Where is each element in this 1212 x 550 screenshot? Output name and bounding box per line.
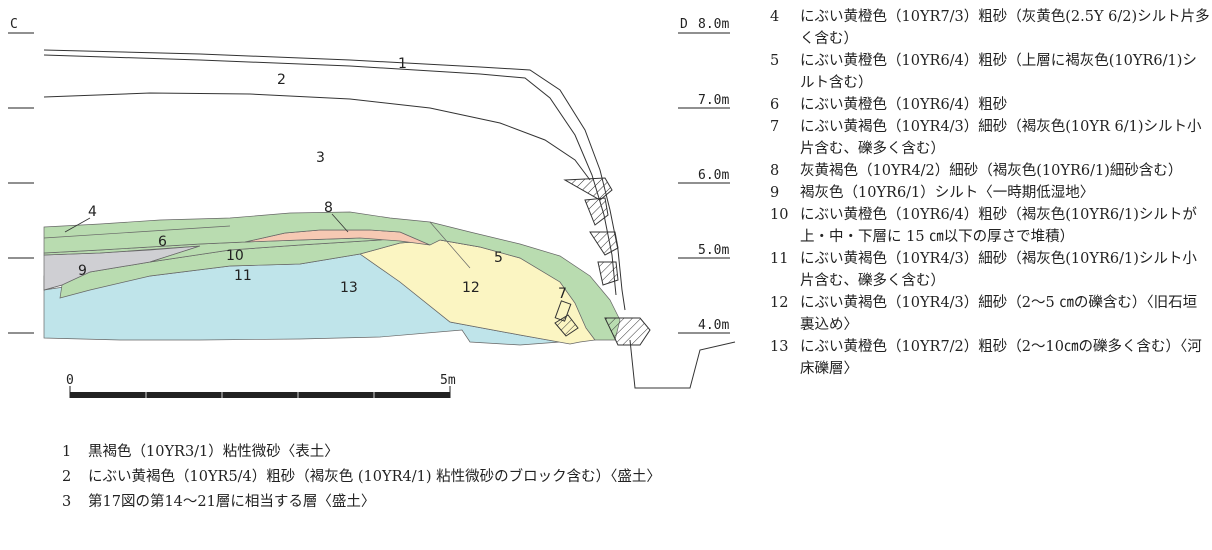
legend-text: 褐灰色（10YR6/1）シルト〈一時期低湿地〉	[800, 185, 1095, 201]
legend-text: 灰黄褐色（10YR4/2）細砂（褐灰色(10YR6/1)細砂含む）	[800, 163, 1183, 179]
legend-item: 4 にぶい黄橙色（10YR7/3）粗砂（灰黄色(2.5Y 6/2)シルト片多く含む…	[770, 6, 1210, 50]
layer-label-13: 13	[340, 280, 358, 296]
legend-item: 2 にぶい黄褐色（10YR5/4）粗砂（褐灰色 (10YR4/1) 粘性微砂のブロ…	[62, 465, 702, 490]
section-left-label: C	[10, 17, 18, 32]
stone	[597, 261, 619, 286]
layer-2-boundary	[43, 92, 591, 181]
legend-item: 12 にぶい黄褐色（10YR4/3）細砂（2〜5 ㎝の礫含む）〈旧石垣裏込め〉	[770, 292, 1210, 336]
legend-number: 10	[770, 207, 789, 223]
riverbank-pit	[629, 339, 736, 389]
layer-6-fill	[43, 211, 621, 341]
stone	[604, 317, 651, 346]
legend-text: にぶい黄橙色（10YR6/4）粗砂	[800, 97, 1008, 113]
layer-7-marker	[554, 300, 572, 322]
cross-section-diagram: C D 8.0m 7.0m 6.0m 5.0m 4.0m 0 5m	[8, 17, 736, 398]
legend-text: にぶい黄橙色（10YR7/3）粗砂（灰黄色(2.5Y 6/2)シルト片多く含む）	[800, 9, 1210, 47]
legend-text: にぶい黄褐色（10YR4/3）細砂（褐灰色(10YR6/1)シルト小片含む、礫多…	[800, 251, 1197, 289]
legend-number: 4	[770, 9, 780, 25]
legend-text: にぶい黄橙色（10YR7/2）粗砂（2〜10㎝の礫多く含む）〈河床礫層〉	[800, 339, 1202, 377]
leader-line-4	[64, 217, 91, 233]
elevation-label: 5.0m	[698, 243, 729, 258]
legend-item: 11 にぶい黄褐色（10YR4/3）細砂（褐灰色(10YR6/1)シルト小片含む、…	[770, 248, 1210, 292]
legend-bottom: 1 黒褐色（10YR3/1）粘性微砂〈表土〉 2 にぶい黄褐色（10YR5/4）粗砂…	[62, 440, 702, 515]
legend-text: 第17図の第14〜21層に相当する層〈盛土〉	[88, 494, 376, 510]
legend-text: 黒褐色（10YR3/1）粘性微砂〈表土〉	[88, 444, 339, 460]
layer-4-boundary	[43, 225, 231, 239]
legend-item: 8 灰黄褐色（10YR4/2）細砂（褐灰色(10YR6/1)細砂含む）	[770, 160, 1210, 182]
legend-number: 5	[770, 53, 780, 69]
layer-label-9: 9	[78, 263, 87, 279]
elevation-label: 8.0m	[698, 17, 729, 32]
legend-number: 1	[62, 444, 72, 460]
layer-label-12: 12	[462, 280, 480, 296]
layer-label-8: 8	[324, 200, 333, 216]
legend-item: 9 褐灰色（10YR6/1）シルト〈一時期低湿地〉	[770, 182, 1210, 204]
ground-surface-line	[43, 49, 626, 311]
scale-start-label: 0	[66, 373, 74, 388]
layer-label-6: 6	[158, 234, 167, 250]
legend-item: 6 にぶい黄橙色（10YR6/4）粗砂	[770, 94, 1210, 116]
elevation-label: 7.0m	[698, 93, 729, 108]
legend-number: 3	[62, 494, 72, 510]
legend-text: にぶい黄褐色（10YR4/3）細砂（褐灰色(10YR 6/1)シルト小片含む、礫…	[800, 119, 1202, 157]
elevation-label: 4.0m	[698, 318, 729, 333]
legend-text: にぶい黄褐色（10YR5/4）粗砂（褐灰色 (10YR4/1) 粘性微砂のブロッ…	[88, 469, 661, 485]
legend-item: 7 にぶい黄褐色（10YR4/3）細砂（褐灰色(10YR 6/1)シルト小片含む、…	[770, 116, 1210, 160]
section-right-label: D	[680, 17, 688, 32]
legend-text: にぶい黄橙色（10YR6/4）粗砂（上層に褐灰色(10YR6/1)シルト含む）	[800, 53, 1197, 91]
legend-number: 13	[770, 339, 789, 355]
layer-1-boundary	[43, 54, 617, 296]
stone	[584, 197, 609, 226]
layer-label-11: 11	[234, 268, 252, 284]
legend-text: にぶい黄褐色（10YR4/3）細砂（2〜5 ㎝の礫含む）〈旧石垣裏込め〉	[800, 295, 1198, 333]
legend-right: 4 にぶい黄橙色（10YR7/3）粗砂（灰黄色(2.5Y 6/2)シルト片多く含む…	[770, 6, 1210, 380]
stone	[563, 177, 613, 201]
legend-number: 12	[770, 295, 789, 311]
legend-number: 9	[770, 185, 780, 201]
legend-number: 2	[62, 469, 72, 485]
legend-item: 3 第17図の第14〜21層に相当する層〈盛土〉	[62, 490, 702, 515]
legend-number: 6	[770, 97, 780, 113]
legend-text: にぶい黄橙色（10YR6/4）粗砂（褐灰色(10YR6/1)シルトが上・中・下層…	[800, 207, 1197, 245]
layer-label-1: 1	[398, 56, 407, 72]
layer-label-5: 5	[494, 250, 503, 266]
legend-number: 8	[770, 163, 780, 179]
layer-label-3: 3	[316, 150, 325, 166]
leader-line-8	[331, 213, 349, 233]
layer-label-10: 10	[226, 248, 244, 264]
legend-item: 1 黒褐色（10YR3/1）粘性微砂〈表土〉	[62, 440, 702, 465]
legend-item: 10 にぶい黄橙色（10YR6/4）粗砂（褐灰色(10YR6/1)シルトが上・中・…	[770, 204, 1210, 248]
legend-item: 13 にぶい黄橙色（10YR7/2）粗砂（2〜10㎝の礫多く含む）〈河床礫層〉	[770, 336, 1210, 380]
layer-label-7: 7	[558, 286, 567, 302]
scale-end-label: 5m	[440, 373, 456, 388]
legend-number: 7	[770, 119, 780, 135]
layer-label-4: 4	[88, 204, 97, 220]
legend-item: 5 にぶい黄橙色（10YR6/4）粗砂（上層に褐灰色(10YR6/1)シルト含む）	[770, 50, 1210, 94]
stone-wall	[554, 177, 651, 346]
stone	[589, 231, 619, 256]
layer-label-2: 2	[277, 72, 286, 88]
elevation-label: 6.0m	[698, 168, 729, 183]
layer-5-boundary	[429, 221, 471, 269]
scale-bar	[70, 392, 450, 398]
legend-number: 11	[770, 251, 789, 267]
